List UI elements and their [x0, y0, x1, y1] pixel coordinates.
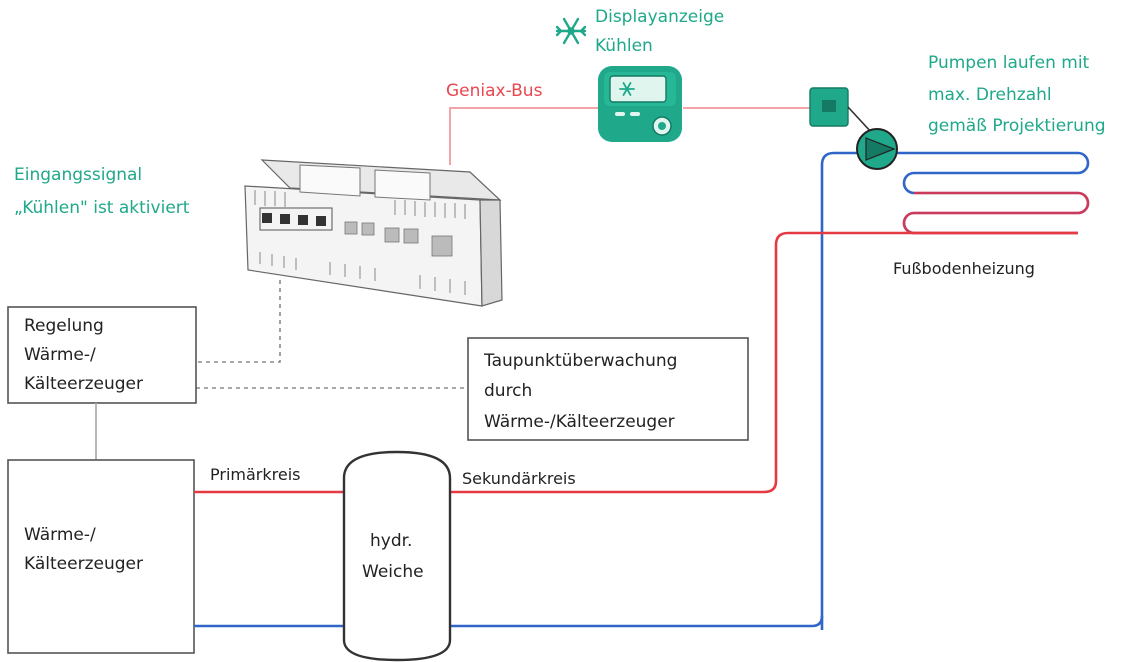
control-label-line1: Regelung	[24, 316, 104, 336]
generator-box	[7, 459, 195, 654]
display-title-line1: Displayanzeige	[595, 7, 724, 27]
bus-line	[449, 107, 600, 165]
pump-module	[809, 87, 873, 134]
dewpoint-label-line3: Wärme-/Kälteerzeuger	[484, 412, 675, 432]
control-box	[7, 306, 197, 404]
floor-heating-label: Fußbodenheizung	[893, 259, 1035, 278]
floor-heating-coil	[450, 151, 1090, 630]
secondary-return-pipe	[450, 615, 824, 628]
room-display-unit	[598, 66, 682, 142]
primary-circuit-label: Primärkreis	[210, 465, 300, 484]
dewpoint-label-line2: durch	[484, 381, 532, 401]
input-signal-line1: Eingangssignal	[14, 165, 142, 185]
dewpoint-label-line1: Taupunktüberwachung	[483, 351, 677, 371]
pump-icon	[856, 128, 898, 170]
separator-label-line2: Weiche	[362, 562, 424, 582]
pumps-label-line2: max. Drehzahl	[928, 85, 1052, 105]
bus-label: Geniax-Bus	[446, 81, 543, 101]
control-label-line2: Wärme-/	[24, 345, 96, 365]
snowflake-icon	[555, 17, 587, 45]
control-label-line3: Kälteerzeuger	[24, 374, 143, 394]
display-title-line2: Kühlen	[595, 36, 653, 56]
controller-device-icon	[244, 159, 503, 307]
generator-label-line1: Wärme-/	[24, 525, 96, 545]
dewpoint-monitoring-box	[467, 337, 749, 441]
separator-label-line1: hydr.	[370, 531, 412, 551]
generator-label-line2: Kälteerzeuger	[24, 554, 143, 574]
pumps-label-line3: gemäß Projektierung	[928, 116, 1106, 136]
secondary-circuit-label: Sekundärkreis	[462, 469, 576, 488]
hydraulic-separator	[342, 450, 452, 662]
input-signal-dashed-line	[196, 280, 281, 363]
display-snowflake-icon	[619, 82, 635, 96]
pumps-label-line1: Pumpen laufen mit	[928, 53, 1090, 73]
input-signal-line2: „Kühlen" ist aktiviert	[14, 198, 190, 218]
